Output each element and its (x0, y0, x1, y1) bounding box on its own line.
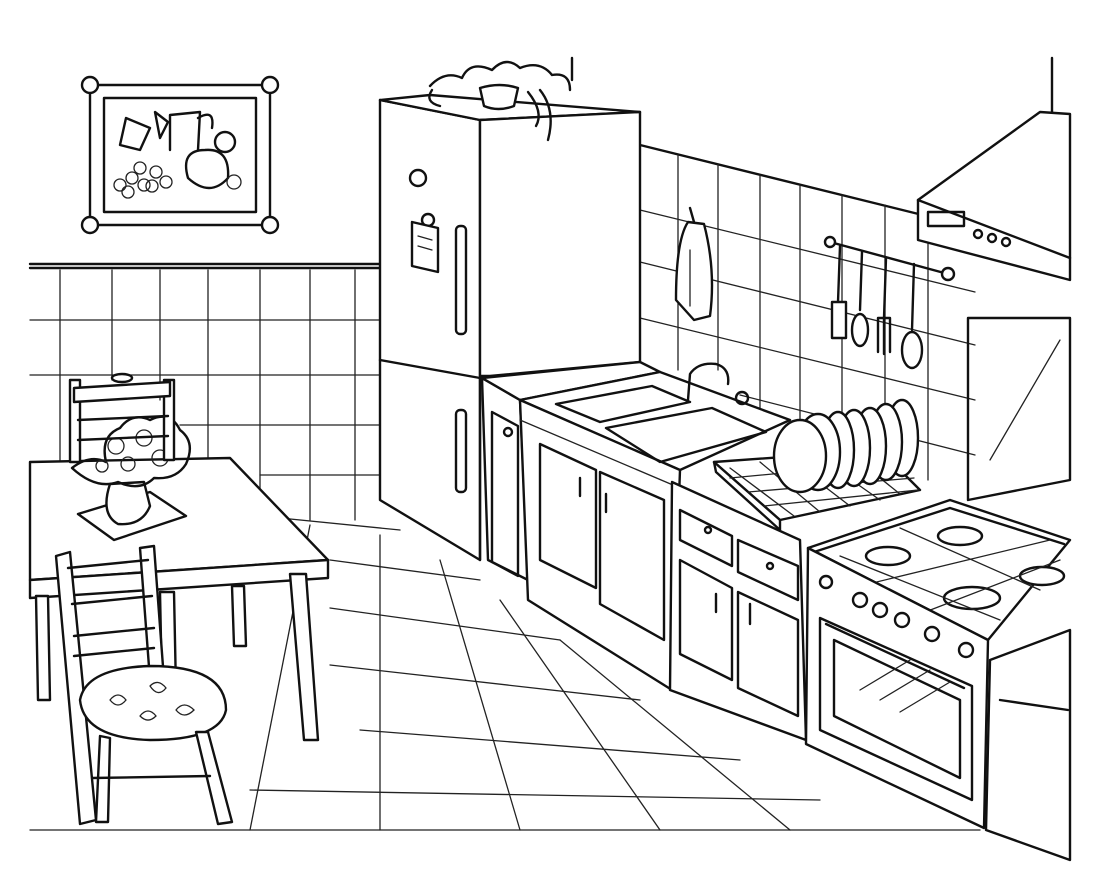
framed-fruit-painting (80, 75, 280, 235)
drawer-cabinet (668, 480, 808, 742)
narrow-cabinet (480, 360, 662, 582)
range-hood (916, 56, 1072, 502)
flower-vase (70, 415, 192, 542)
utensil-rail (823, 235, 956, 370)
wall-tiles-left (29, 269, 381, 521)
sink-unit (518, 362, 792, 692)
gas-stove (804, 498, 1072, 862)
chair-front-left (54, 544, 234, 826)
refrigerator (378, 93, 642, 562)
potted-plant-on-fridge (428, 60, 572, 142)
dish-rack (712, 398, 922, 532)
floor-tiles (29, 514, 981, 831)
hanging-towel (674, 206, 714, 322)
chair-back-left (68, 372, 176, 464)
